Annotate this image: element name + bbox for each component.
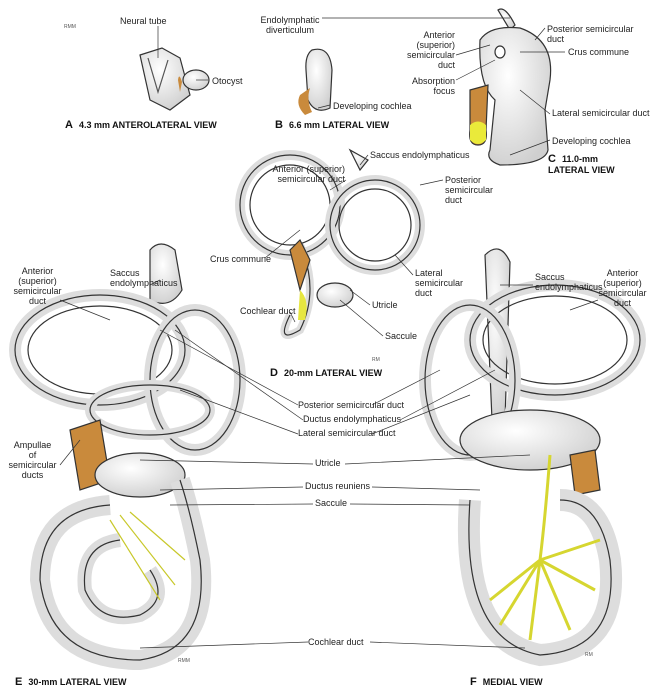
- label-anterior-duct-f: Anterior (superior) semicircular duct: [598, 268, 647, 308]
- label-developing-cochlea-b: Developing cochlea: [333, 101, 412, 111]
- label-saccule-d: Saccule: [385, 331, 418, 341]
- label-utricle: Utricle: [315, 458, 341, 468]
- panel-d-drawing: [235, 148, 425, 339]
- caption-d: D 20-mm LATERAL VIEW: [270, 368, 382, 379]
- label-ductus-endolymphaticus: Ductus endolymphaticus: [303, 414, 402, 424]
- label-saccus-e: Saccus endolymphaticus: [110, 268, 178, 288]
- caption-e: E 30-mm LATERAL VIEW: [15, 677, 127, 688]
- panel-b-drawing: [298, 48, 333, 115]
- caption-c-text: 11.0-mm LATERAL VIEW: [548, 154, 615, 175]
- caption-a-text: 4.3 mm ANTEROLATERAL VIEW: [78, 120, 217, 130]
- panel-a-drawing: [139, 47, 210, 111]
- label-posterior-duct-c: Posterior semicircular duct: [547, 24, 634, 44]
- artist-signature-e: RMM: [178, 658, 190, 664]
- panel-c-drawing: [469, 8, 552, 166]
- label-absorption-focus: Absorption focus: [411, 76, 455, 96]
- label-endolymphatic-diverticulum: Endolymphatic diverticulum: [260, 15, 320, 35]
- label-saccus-f: Saccus endolymphaticus: [535, 272, 603, 292]
- label-crus-commune-c: Crus commune: [568, 47, 630, 57]
- panel-letter-b: B: [275, 119, 283, 131]
- label-anterior-duct-d: Anterior (superior) semicircular duct: [272, 164, 345, 184]
- label-saccule: Saccule: [315, 498, 348, 508]
- panel-letter-d: D: [270, 367, 278, 379]
- label-lateral-semicircular-duct: Lateral semicircular duct: [298, 428, 396, 438]
- panel-letter-e: E: [15, 676, 23, 688]
- artist-signature-f: RM: [585, 652, 593, 658]
- caption-d-text: 20-mm LATERAL VIEW: [283, 368, 383, 378]
- label-posterior-semicircular-duct: Posterior semicircular duct: [298, 400, 405, 410]
- panel-f-drawing: [419, 248, 646, 667]
- artist-signature-a: RMM: [64, 24, 76, 30]
- label-neural-tube: Neural tube: [120, 16, 167, 26]
- caption-a: A 4.3 mm ANTEROLATERAL VIEW: [65, 120, 217, 131]
- artist-signature-d: RM: [372, 357, 380, 363]
- label-lateral-duct-c: Lateral semicircular duct: [552, 108, 650, 118]
- caption-e-text: 30-mm LATERAL VIEW: [28, 677, 127, 687]
- panel-letter-f: F: [470, 676, 477, 688]
- label-cochlear-duct-d: Cochlear duct: [240, 306, 296, 316]
- label-anterior-duct-c: Anterior (superior) semicircular duct: [406, 30, 455, 70]
- panel-letter-c: C: [548, 153, 556, 165]
- label-ductus-reuniens: Ductus reuniens: [305, 481, 371, 491]
- label-anterior-duct-e: Anterior (superior) semicircular duct: [13, 266, 62, 306]
- caption-b: B 6.6 mm LATERAL VIEW: [275, 120, 389, 131]
- caption-f-text: MEDIAL VIEW: [482, 677, 543, 687]
- label-crus-commune-d: Crus commune: [210, 254, 272, 264]
- label-posterior-duct-d: Posterior semicircular duct: [445, 175, 494, 205]
- label-otocyst: Otocyst: [212, 76, 243, 86]
- label-ampullae: Ampullae of semicircular ducts: [8, 440, 57, 480]
- label-utricle-d: Utricle: [372, 300, 398, 310]
- label-cochlear-duct: Cochlear duct: [308, 637, 364, 647]
- leader-lines: [59, 17, 599, 649]
- panel-letter-a: A: [65, 119, 73, 131]
- label-developing-cochlea-c: Developing cochlea: [552, 136, 631, 146]
- panel-e-drawing: [9, 243, 246, 671]
- label-lateral-duct-d: Lateral semicircular duct: [415, 268, 464, 298]
- label-saccus-d: Saccus endolymphaticus: [370, 150, 470, 160]
- caption-b-text: 6.6 mm LATERAL VIEW: [288, 120, 390, 130]
- caption-f: F MEDIAL VIEW: [470, 677, 543, 688]
